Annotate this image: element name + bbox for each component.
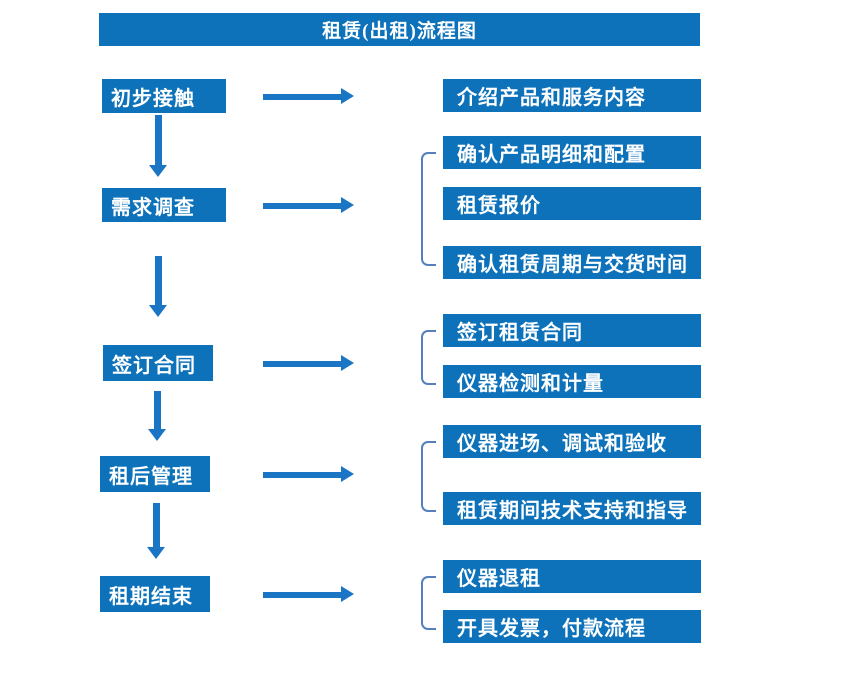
group-bracket	[421, 152, 436, 266]
detail-box-confirm-period-delivery: 确认租赁周期与交货时间	[443, 246, 701, 279]
detail-box-sign-rental-contract: 签订租赁合同	[443, 314, 701, 347]
down-arrow-icon	[148, 391, 167, 441]
detail-box-confirm-product-config: 确认产品明细和配置	[443, 136, 701, 169]
detail-box-introduce-products: 介绍产品和服务内容	[443, 79, 701, 112]
group-bracket	[421, 576, 436, 630]
group-bracket	[421, 330, 436, 385]
detail-box-instrument-setup-acceptance: 仪器进场、调试和验收	[443, 425, 701, 458]
step-box-post-rental-management: 租后管理	[100, 456, 210, 492]
right-arrow-icon	[263, 466, 354, 483]
step-box-initial-contact: 初步接触	[102, 79, 226, 113]
down-arrow-icon	[149, 256, 168, 317]
step-box-rental-end: 租期结束	[100, 576, 210, 612]
detail-box-instrument-return: 仪器退租	[443, 560, 701, 593]
diagram-title: 租赁(出租)流程图	[99, 13, 700, 46]
down-arrow-icon	[149, 115, 168, 177]
step-box-demand-survey: 需求调查	[102, 188, 226, 222]
detail-box-invoice-payment: 开具发票，付款流程	[443, 610, 701, 643]
right-arrow-icon	[263, 586, 354, 603]
right-arrow-icon	[263, 88, 354, 105]
right-arrow-icon	[263, 197, 354, 214]
right-arrow-icon	[263, 355, 354, 372]
down-arrow-icon	[147, 503, 166, 559]
group-bracket	[421, 441, 436, 512]
detail-box-instrument-testing: 仪器检测和计量	[443, 365, 701, 398]
step-box-sign-contract: 签订合同	[103, 345, 213, 381]
detail-box-rental-quote: 租赁报价	[443, 187, 701, 220]
detail-box-tech-support: 租赁期间技术支持和指导	[443, 492, 701, 525]
